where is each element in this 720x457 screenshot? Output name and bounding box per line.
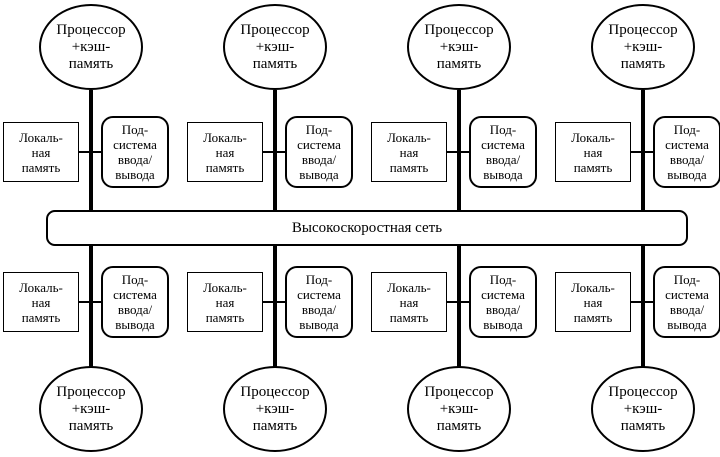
io-subsystem-box-top-4: Под- система ввода/ вывода [653, 116, 720, 188]
processor-cache-node-bottom-4: Процессор +кэш- память [591, 366, 695, 452]
local-memory-box-top-1: Локаль- ная память [3, 122, 79, 182]
processor-cache-node-top-2: Процессор +кэш- память [223, 4, 327, 90]
processor-cache-node-bottom-1: Процессор +кэш- память [39, 366, 143, 452]
io-subsystem-box-bottom-2: Под- система ввода/ вывода [285, 266, 353, 338]
local-memory-box-top-4: Локаль- ная память [555, 122, 631, 182]
io-subsystem-box-bottom-4: Под- система ввода/ вывода [653, 266, 720, 338]
local-memory-box-bottom-1: Локаль- ная память [3, 272, 79, 332]
io-subsystem-box-top-3: Под- система ввода/ вывода [469, 116, 537, 188]
high-speed-network-bar: Высокоскоростная сеть [46, 210, 688, 246]
local-memory-box-top-2: Локаль- ная память [187, 122, 263, 182]
processor-cache-node-bottom-3: Процессор +кэш- память [407, 366, 511, 452]
local-memory-box-top-3: Локаль- ная память [371, 122, 447, 182]
processor-cache-node-top-1: Процессор +кэш- память [39, 4, 143, 90]
local-memory-box-bottom-3: Локаль- ная память [371, 272, 447, 332]
local-memory-box-bottom-4: Локаль- ная память [555, 272, 631, 332]
io-subsystem-box-bottom-1: Под- система ввода/ вывода [101, 266, 169, 338]
processor-cache-node-bottom-2: Процессор +кэш- память [223, 366, 327, 452]
io-subsystem-box-top-1: Под- система ввода/ вывода [101, 116, 169, 188]
local-memory-box-bottom-2: Локаль- ная память [187, 272, 263, 332]
io-subsystem-box-top-2: Под- система ввода/ вывода [285, 116, 353, 188]
processor-cache-node-top-3: Процессор +кэш- память [407, 4, 511, 90]
processor-cache-node-top-4: Процессор +кэш- память [591, 4, 695, 90]
io-subsystem-box-bottom-3: Под- система ввода/ вывода [469, 266, 537, 338]
